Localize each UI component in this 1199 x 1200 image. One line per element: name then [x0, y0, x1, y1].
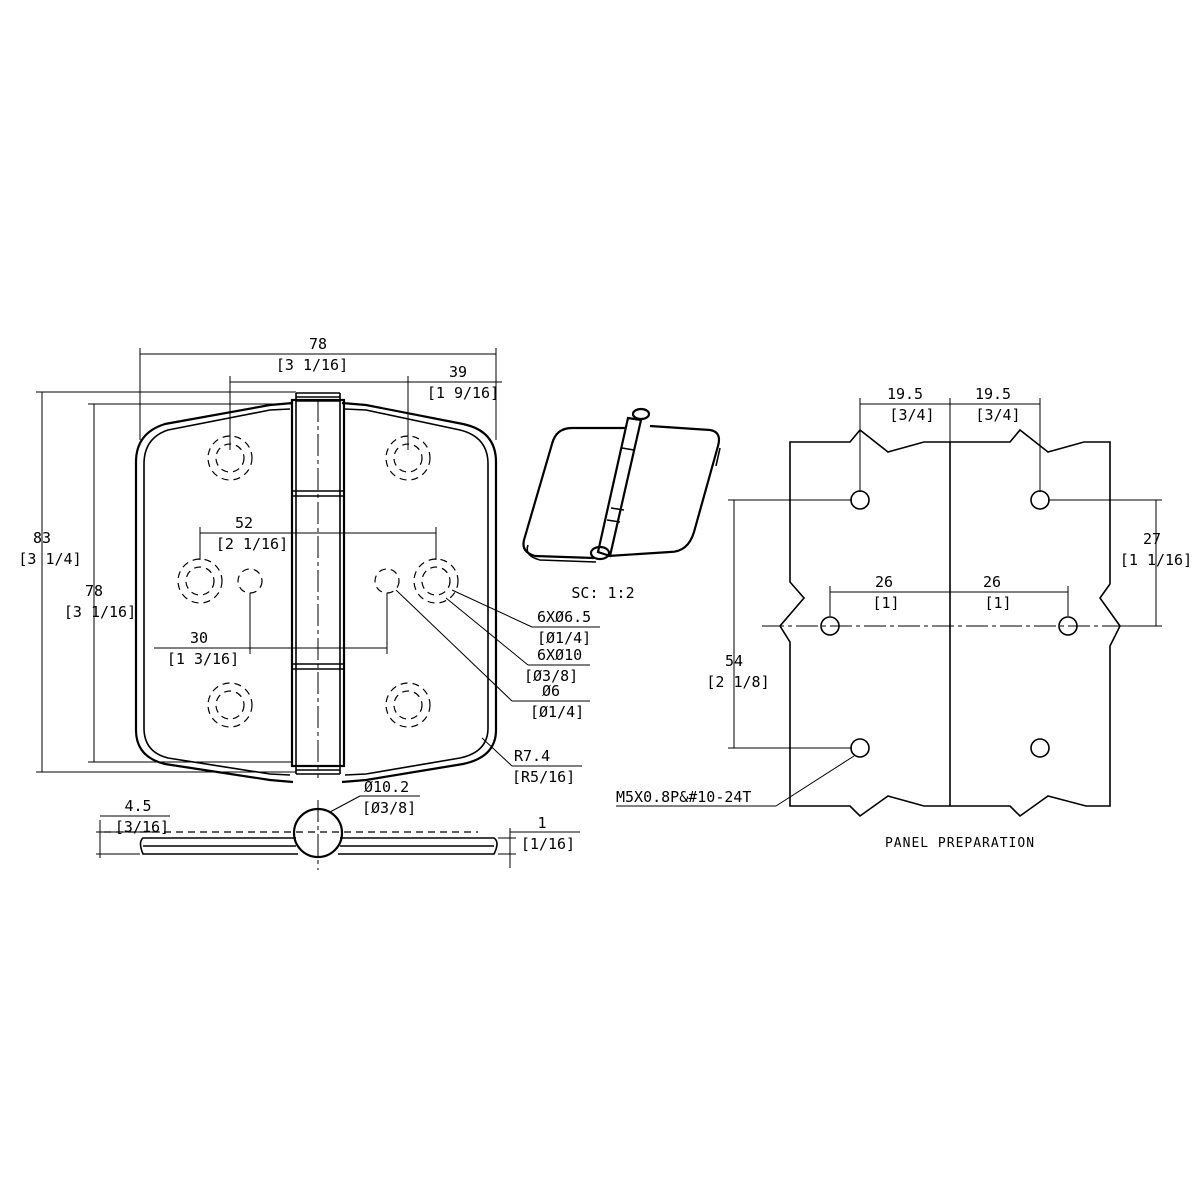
dim-leaf-height: 78 [3 1/16]	[64, 403, 292, 763]
stud-dia-mm: Ø6	[542, 682, 560, 700]
panel-vertical-spacing-in: [1 1/16]	[1120, 551, 1192, 569]
corner-radius-mm: R7.4	[514, 747, 550, 765]
panel-right-offset-mm: 19.5	[975, 385, 1011, 403]
dim-half-width: 39 [1 9/16]	[229, 363, 502, 450]
dim-panel-center-right: 26 [1]	[950, 573, 1069, 616]
dim-hole-offset: 30 [1 3/16]	[154, 593, 388, 668]
hinge-outline-inner	[143, 408, 489, 776]
countersink-dia-mm: 6XØ10	[537, 646, 582, 664]
overall-height-in: [3 1/4]	[18, 550, 81, 568]
panel-thread: M5X0.8P&#10-24T	[616, 788, 751, 806]
side-thickness-mm: 1	[537, 814, 546, 832]
panel-vertical-spacing-mm: 27	[1143, 530, 1161, 548]
panel-left-offset-in: [3/4]	[889, 406, 934, 424]
leaf-left-profile	[139, 837, 298, 855]
stud-right	[374, 568, 400, 594]
side-thickness-in: [1/16]	[521, 835, 575, 853]
hole-spacing-mm: 52	[235, 514, 253, 532]
corner-radius-in: [R5/16]	[512, 768, 575, 786]
dim-panel-right-offset: 19.5 [3/4]	[950, 385, 1041, 492]
callout-corner-radius: R7.4 [R5/16]	[481, 737, 582, 786]
dim-overall-height: 83 [3 1/4]	[18, 391, 296, 773]
iso-pin	[596, 416, 643, 558]
hole-spacing-in: [2 1/16]	[216, 535, 288, 553]
panel-hole-span-mm: 54	[725, 652, 743, 670]
half-width-mm: 39	[449, 363, 467, 381]
panel-center-right-in: [1]	[984, 594, 1011, 612]
panel-hole-bl	[850, 738, 870, 758]
panel-center-left-in: [1]	[872, 594, 899, 612]
callout-hole-dia: 6XØ6.5 [Ø1/4]	[451, 589, 600, 647]
hole-offset-in: [1 3/16]	[167, 650, 239, 668]
panel-preparation: 19.5 [3/4] 19.5 [3/4] 27 [1 1/16] 26 [1]…	[616, 385, 1192, 851]
panel-right-offset-in: [3/4]	[975, 406, 1020, 424]
iso-scale: SC: 1:2	[571, 584, 634, 602]
side-height-mm: 4.5	[124, 797, 151, 815]
dim-panel-center-left: 26 [1]	[829, 573, 950, 616]
knuckle-dia-in: [Ø3/8]	[362, 799, 416, 817]
panel-hole-mr	[1058, 616, 1078, 636]
panel-left-offset-mm: 19.5	[887, 385, 923, 403]
leaf-height-in: [3 1/16]	[64, 603, 136, 621]
dim-hole-spacing: 52 [2 1/16]	[199, 514, 437, 560]
side-height-in: [3/16]	[115, 818, 169, 836]
panel-title: PANEL PREPARATION	[885, 836, 1035, 851]
dim-overall-width: 78 [3 1/16]	[139, 335, 497, 440]
dim-panel-vertical-spacing: 27 [1 1/16]	[1048, 499, 1192, 627]
panel-hole-tl	[850, 490, 870, 510]
leaf-right-profile	[338, 837, 498, 855]
callout-stud-dia: Ø6 [Ø1/4]	[395, 589, 590, 721]
dim-panel-hole-span: 54 [2 1/8]	[706, 499, 852, 749]
panel-holes	[820, 490, 1078, 758]
panel-hole-ml	[820, 616, 840, 636]
panel-center-left-mm: 26	[875, 573, 893, 591]
panel-hole-tr	[1030, 490, 1050, 510]
knuckle-dia-mm: Ø10.2	[364, 778, 409, 796]
hole-dia-in: [Ø1/4]	[537, 629, 591, 647]
dim-knuckle-dia: Ø10.2 [Ø3/8]	[329, 778, 420, 817]
hole-offset-mm: 30	[190, 629, 208, 647]
overall-height-mm: 83	[33, 529, 51, 547]
overall-width-in: [3 1/16]	[276, 356, 348, 374]
stud-left	[237, 568, 263, 594]
front-view: 78 [3 1/16] 39 [1 9/16] 83 [3 1/4] 78 [3…	[18, 335, 600, 786]
iso-leaf-right	[607, 424, 721, 558]
hole-dia-mm: 6XØ6.5	[537, 608, 591, 626]
callout-countersink-dia: 6XØ10 [Ø3/8]	[445, 597, 590, 685]
overall-width-mm: 78	[309, 335, 327, 353]
hole-bottom-right	[385, 682, 431, 728]
dim-side-thickness: 1 [1/16]	[498, 814, 580, 868]
panel-center-right-mm: 26	[983, 573, 1001, 591]
hole-mid-left	[177, 558, 223, 604]
hinge-outline-outer	[134, 401, 498, 784]
leaf-height-mm: 78	[85, 582, 103, 600]
countersink-dia-in: [Ø3/8]	[524, 667, 578, 685]
isometric-view: SC: 1:2	[522, 407, 721, 602]
dim-side-height: 4.5 [3/16]	[96, 797, 170, 858]
stud-dia-in: [Ø1/4]	[530, 703, 584, 721]
callout-thread: M5X0.8P&#10-24T	[616, 755, 855, 807]
dim-panel-left-offset: 19.5 [3/4]	[859, 385, 951, 492]
panel-hole-span-in: [2 1/8]	[706, 673, 769, 691]
hole-bottom-left	[207, 682, 253, 728]
panel-hole-br	[1030, 738, 1050, 758]
side-view: 4.5 [3/16] Ø10.2 [Ø3/8] 1 [1/16]	[96, 778, 580, 870]
half-width-in: [1 9/16]	[427, 384, 499, 402]
hole-mid-right	[413, 558, 459, 604]
